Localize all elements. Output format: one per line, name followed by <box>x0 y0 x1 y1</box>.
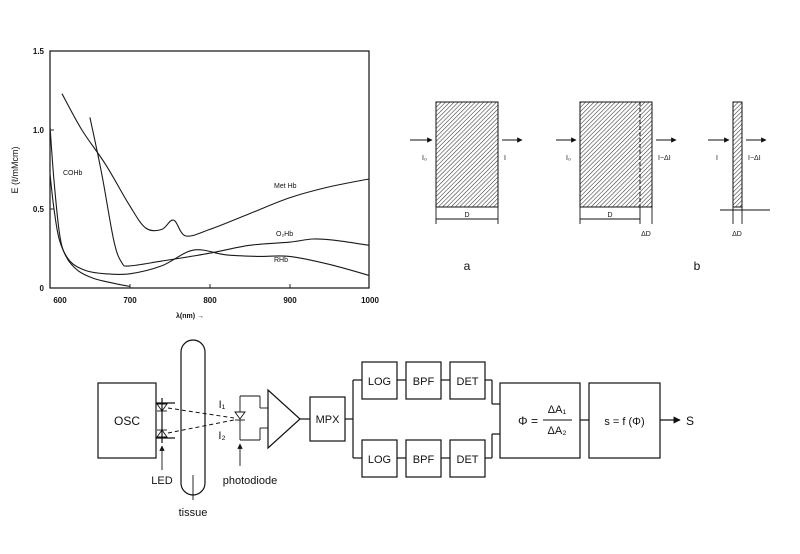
log-block-upper <box>361 361 398 400</box>
phi-lhs: Φ = <box>518 414 538 428</box>
bpf-label: BPF <box>413 376 435 388</box>
x-tick-label: 1000 <box>361 296 379 305</box>
thin-slice-hatched <box>732 101 743 208</box>
absorption-chart: 0 0.5 1.0 1.5 600 700 800 900 1000 λ(nm)… <box>10 47 379 320</box>
series-line-1 <box>61 93 370 237</box>
series-label-methb: Met Hb <box>274 183 297 190</box>
led-label: LED <box>151 475 172 487</box>
phi-block <box>499 382 581 459</box>
photodiode-icon <box>234 396 246 440</box>
mpx-block <box>309 396 346 442</box>
plot-frame <box>49 50 370 289</box>
y-tick-label: 1.0 <box>33 126 45 135</box>
y-tick-label: 0 <box>40 284 45 293</box>
photodiode-label: photodiode <box>223 475 277 487</box>
slab-hatched <box>435 101 499 208</box>
intensity-in-label: I₀ <box>422 155 427 162</box>
det-label: DET <box>457 454 479 466</box>
panel-label-b: b <box>694 259 701 273</box>
thickness-label: D <box>464 212 469 219</box>
bpf-label: BPF <box>413 454 435 466</box>
i1-label: I₁ <box>219 399 226 411</box>
x-tick-label: 900 <box>283 296 297 305</box>
det-block-upper <box>449 361 486 400</box>
output-label: S <box>686 414 694 428</box>
y-tick-label: 1.5 <box>33 47 45 56</box>
osc-block <box>97 382 157 459</box>
x-axis-label: λ(nm) → <box>176 312 204 320</box>
tissue-outline <box>180 339 206 496</box>
series-label-o2hb: O₂Hb <box>276 231 293 238</box>
series-line-3 <box>49 174 370 276</box>
log-label: LOG <box>368 454 391 466</box>
slab-hatched <box>579 101 653 208</box>
det-label: DET <box>457 376 479 388</box>
tissue-label: tissue <box>179 507 208 519</box>
thickness-label: D <box>607 212 612 219</box>
series-layer <box>49 93 370 287</box>
delta-thickness-label: ΔD <box>732 231 742 238</box>
bpf-block-lower <box>405 439 442 478</box>
log-label: LOG <box>368 376 391 388</box>
block-diagram: OSC LED tissue I₁ I₂ <box>97 339 694 519</box>
series-label-cohb: COHb <box>63 170 83 177</box>
delta-thickness-label: ΔD <box>641 231 651 238</box>
series-label-rhb: RHb <box>274 257 288 264</box>
y-ticks: 0 0.5 1.0 1.5 <box>33 47 54 293</box>
phi-numerator: ΔA₁ <box>548 404 567 416</box>
x-tick-label: 600 <box>53 296 67 305</box>
intensity-out-label: I−ΔI <box>748 155 761 162</box>
led-icon <box>156 403 168 438</box>
slab-panel-a: I₀ I D a <box>410 101 523 273</box>
y-tick-label: 0.5 <box>33 205 45 214</box>
osc-label: OSC <box>114 414 140 428</box>
sfunc-label: s = f (Φ) <box>604 416 644 428</box>
x-tick-label: 700 <box>123 296 137 305</box>
intensity-in-label: I₀ <box>566 155 571 162</box>
mpx-label: MPX <box>316 414 341 426</box>
amplifier-icon <box>267 388 301 450</box>
bpf-block-upper <box>405 361 442 400</box>
intensity-in-label: I <box>716 155 718 162</box>
series-line-0 <box>49 126 130 287</box>
intensity-out-label: I−ΔI <box>658 155 671 162</box>
y-axis-label: E (ℓ/mMcm) <box>10 147 20 194</box>
sfunc-block <box>588 382 661 459</box>
x-ticks: 600 700 800 900 1000 <box>53 284 379 305</box>
slab-panel-b-right: I I−ΔI ΔD b <box>694 101 770 273</box>
phi-denominator: ΔA₂ <box>548 425 567 437</box>
panel-label-a: a <box>464 259 471 273</box>
slab-diagram: I₀ I D a I₀ I−ΔI D ΔD I <box>410 101 770 273</box>
series-line-2 <box>89 117 370 267</box>
det-block-lower <box>449 439 486 478</box>
i2-label: I₂ <box>218 430 225 442</box>
slab-panel-b-mid: I₀ I−ΔI D ΔD <box>556 101 677 238</box>
x-tick-label: 800 <box>203 296 217 305</box>
light-path-2 <box>167 419 235 434</box>
intensity-out-label: I <box>504 155 506 162</box>
